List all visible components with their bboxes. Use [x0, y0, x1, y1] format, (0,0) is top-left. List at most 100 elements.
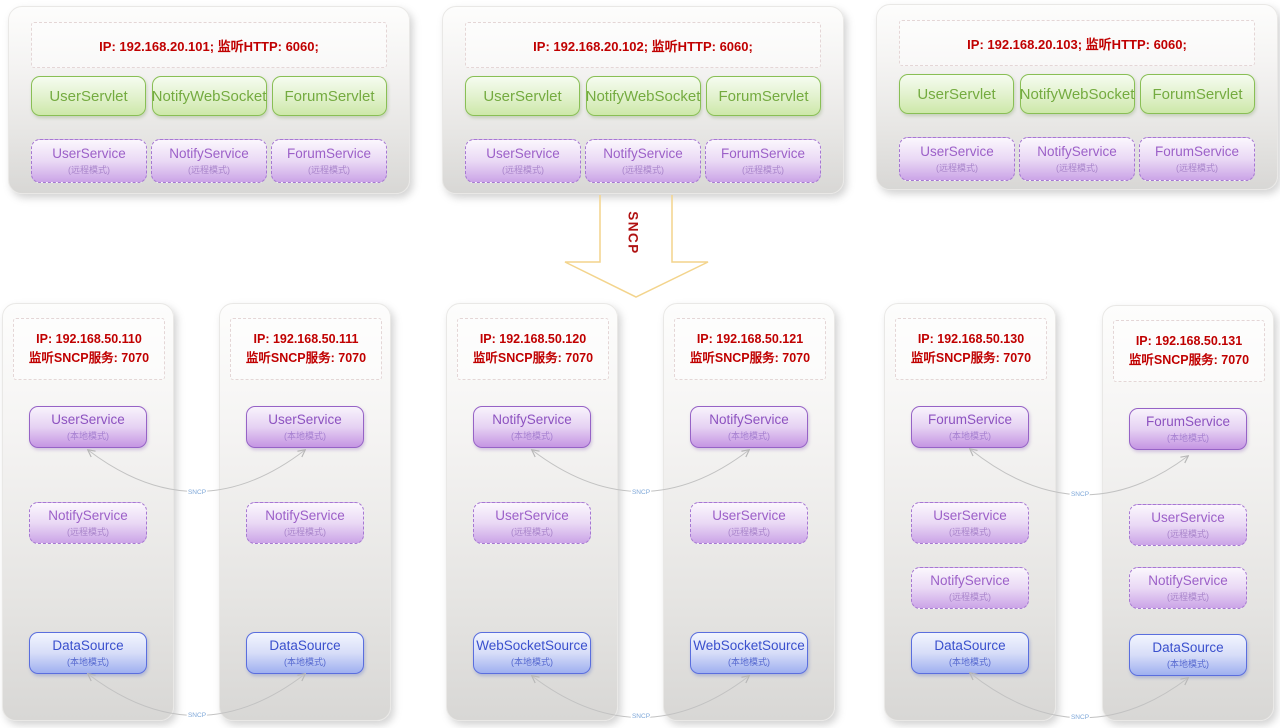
service-mode: (远程模式) — [949, 527, 991, 537]
service-name: WebSocketSource — [476, 638, 588, 653]
remote-service-box: UserService (远程模式) — [31, 139, 147, 183]
service-mode: (本地模式) — [511, 657, 553, 667]
local-service-box: NotifyService (本地模式) — [690, 406, 808, 448]
service-name: UserService — [920, 144, 994, 159]
datasource-box: DataSource (本地模式) — [29, 632, 147, 674]
app-server-102: IP: 192.168.20.102; 监听HTTP: 6060; UserSe… — [442, 6, 844, 194]
service-name: ForumService — [720, 146, 806, 161]
servlet-box: NotifyWebSocket — [151, 76, 267, 116]
service-name: UserService — [268, 412, 342, 427]
local-service-box: ForumService (本地模式) — [911, 406, 1029, 448]
service-name: NotifyService — [265, 508, 345, 523]
service-name: NotifyService — [930, 573, 1010, 588]
service-name: NotifyService — [1148, 573, 1228, 588]
remote-service-box: ForumService (远程模式) — [1139, 137, 1255, 181]
service-name: NotifyService — [48, 508, 128, 523]
ip-endpoint-label: IP: 192.168.50.111 监听SNCP服务: 7070 — [230, 318, 382, 380]
ip-line: IP: 192.168.50.110 — [36, 331, 142, 346]
service-mode: (远程模式) — [1167, 592, 1209, 602]
sncp-link-label: SNCP — [632, 713, 650, 720]
local-service-box: ForumService (本地模式) — [1129, 408, 1247, 450]
port-line: 监听SNCP服务: 7070 — [1128, 353, 1250, 367]
remote-service-box: NotifyService (远程模式) — [911, 567, 1029, 609]
service-name: UserService — [495, 508, 569, 523]
port-line: 监听SNCP服务: 7070 — [472, 351, 594, 365]
service-row: UserService (远程模式) NotifyService (远程模式) … — [899, 137, 1255, 181]
servlet-box: NotifyWebSocket — [1019, 74, 1135, 114]
remote-service-box: UserService (远程模式) — [1129, 504, 1247, 546]
app-server-101: IP: 192.168.20.101; 监听HTTP: 6060; UserSe… — [8, 6, 410, 194]
sncp-node-111: IP: 192.168.50.111 监听SNCP服务: 7070 UserSe… — [219, 303, 391, 721]
service-name: ForumService — [1145, 414, 1231, 429]
remote-service-box: NotifyService (远程模式) — [246, 502, 364, 544]
servlet-row: UserServlet NotifyWebSocket ForumServlet — [31, 76, 387, 116]
port-line: 监听SNCP服务: 7070 — [245, 351, 367, 365]
service-mode: (本地模式) — [67, 657, 109, 667]
service-mode: (远程模式) — [308, 165, 350, 175]
remote-service-box: UserService (远程模式) — [911, 502, 1029, 544]
service-name: NotifyService — [492, 412, 572, 427]
sncp-arrow-label: SNCP — [626, 211, 641, 255]
ip-endpoint-label: IP: 192.168.50.121 监听SNCP服务: 7070 — [674, 318, 826, 380]
port-line: 监听SNCP服务: 7070 — [910, 351, 1032, 365]
sncp-node-121: IP: 192.168.50.121 监听SNCP服务: 7070 Notify… — [663, 303, 835, 721]
service-mode: (远程模式) — [502, 165, 544, 175]
service-mode: (远程模式) — [936, 163, 978, 173]
service-mode: (本地模式) — [511, 431, 553, 441]
service-name: NotifyService — [603, 146, 683, 161]
service-mode: (本地模式) — [728, 431, 770, 441]
service-name: DataSource — [934, 638, 1006, 653]
local-service-box: UserService (本地模式) — [246, 406, 364, 448]
service-mode: (远程模式) — [1167, 529, 1209, 539]
ip-endpoint-label: IP: 192.168.20.103; 监听HTTP: 6060; — [899, 20, 1255, 66]
service-mode: (远程模式) — [728, 527, 770, 537]
service-mode: (本地模式) — [67, 431, 109, 441]
service-mode: (本地模式) — [1167, 659, 1209, 669]
ip-line: IP: 192.168.50.121 — [696, 331, 804, 346]
service-mode: (远程模式) — [67, 527, 109, 537]
ip-line: IP: 192.168.50.111 — [253, 331, 359, 346]
local-service-box: NotifyService (本地模式) — [473, 406, 591, 448]
remote-service-box: NotifyService (远程模式) — [29, 502, 147, 544]
ip-endpoint-label: IP: 192.168.20.102; 监听HTTP: 6060; — [465, 22, 821, 68]
sncp-flow-arrow: SNCP — [564, 195, 709, 298]
service-mode: (远程模式) — [622, 165, 664, 175]
datasource-box: DataSource (本地模式) — [911, 632, 1029, 674]
servlet-row: UserServlet NotifyWebSocket ForumServlet — [899, 74, 1255, 114]
remote-service-box: NotifyService (远程模式) — [1129, 567, 1247, 609]
servlet-box: UserServlet — [899, 74, 1014, 114]
service-mode: (本地模式) — [949, 431, 991, 441]
service-mode: (远程模式) — [949, 592, 991, 602]
service-name: ForumService — [286, 146, 372, 161]
service-mode: (本地模式) — [1167, 433, 1209, 443]
servlet-box: ForumServlet — [1140, 74, 1255, 114]
app-server-103: IP: 192.168.20.103; 监听HTTP: 6060; UserSe… — [876, 4, 1278, 190]
service-name: ForumService — [1154, 144, 1240, 159]
service-name: NotifyService — [709, 412, 789, 427]
service-row: UserService (远程模式) NotifyService (远程模式) … — [31, 139, 387, 183]
service-mode: (远程模式) — [511, 527, 553, 537]
service-mode: (本地模式) — [728, 657, 770, 667]
datasource-box: DataSource (本地模式) — [246, 632, 364, 674]
remote-service-box: NotifyService (远程模式) — [1019, 137, 1135, 181]
ip-line: IP: 192.168.50.120 — [479, 331, 587, 346]
service-name: UserService — [51, 412, 125, 427]
servlet-box: UserServlet — [31, 76, 146, 116]
service-name: UserService — [486, 146, 560, 161]
sncp-node-130: IP: 192.168.50.130 监听SNCP服务: 7070 ForumS… — [884, 303, 1056, 721]
service-mode: (远程模式) — [1176, 163, 1218, 173]
sncp-node-110: IP: 192.168.50.110 监听SNCP服务: 7070 UserSe… — [2, 303, 174, 721]
service-name: NotifyService — [169, 146, 249, 161]
servlet-box: NotifyWebSocket — [585, 76, 701, 116]
websocketsource-box: WebSocketSource (本地模式) — [473, 632, 591, 674]
service-name: NotifyService — [1037, 144, 1117, 159]
sncp-link-label: SNCP — [1071, 714, 1089, 721]
service-row: UserService (远程模式) NotifyService (远程模式) … — [465, 139, 821, 183]
service-name: ForumService — [927, 412, 1013, 427]
service-mode: (远程模式) — [188, 165, 230, 175]
ip-endpoint-label: IP: 192.168.50.130 监听SNCP服务: 7070 — [895, 318, 1047, 380]
service-mode: (远程模式) — [284, 527, 326, 537]
ip-line: IP: 192.168.50.130 — [917, 331, 1025, 346]
remote-service-box: NotifyService (远程模式) — [585, 139, 701, 183]
